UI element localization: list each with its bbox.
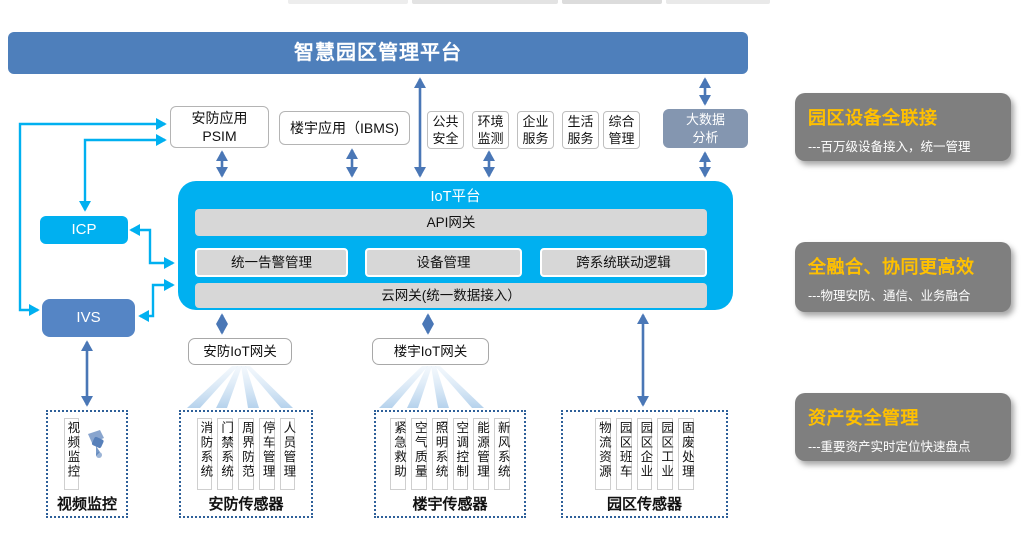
sensor-group-security: 消防系统 门禁系统 周界防范 停车管理 人员管理 安防传感器: [179, 410, 313, 518]
ptz-camera-icon: [84, 428, 110, 468]
building-iot-gateway: 楼宇IoT网关: [372, 338, 489, 365]
sensor-item: 空调控制: [452, 418, 469, 490]
ibms-label: 楼宇应用（IBMS): [290, 119, 399, 136]
callout-title: 园区设备全联接: [808, 108, 938, 128]
bigdata-line2: 分析: [692, 130, 719, 146]
sensor-item: 消防系统: [196, 418, 213, 490]
fan-rays-security: [187, 366, 293, 408]
service-box-enterprise: 企业服务: [517, 111, 554, 149]
callout-subtitle: ---物理安防、通信、业务融合: [808, 289, 971, 303]
fan-rays-building: [379, 366, 484, 408]
sensor-group-label: 安防传感器: [208, 496, 284, 513]
sensor-item: 空气质量: [411, 418, 427, 490]
top-strip-segment: [412, 0, 558, 4]
module-device-management: 设备管理: [365, 248, 522, 277]
service-label: 企业服务: [522, 114, 549, 147]
sensor-item: 紧急救助: [390, 418, 406, 490]
ivs-label: IVS: [76, 309, 101, 326]
callout-device-connection: 园区设备全联接 ---百万级设备接入，统一管理: [795, 93, 1011, 161]
callout-fusion-efficiency: 全融合、协同更高效 ---物理安防、通信、业务融合: [795, 242, 1011, 312]
sensor-group-park: 物流资源 园区班车 园区企业 园区工业 固废处理 园区传感器: [561, 410, 728, 518]
sensor-item: 园区班车: [615, 418, 632, 490]
sensor-item: 能源管理: [473, 418, 489, 490]
iot-platform: IoT平台 API网关 统一告警管理 设备管理 跨系统联动逻辑 云网关(统一数据…: [178, 181, 733, 310]
module-alarm-management: 统一告警管理: [195, 248, 348, 277]
icp-node: ICP: [40, 216, 128, 244]
banner-title: 智慧园区管理平台: [294, 42, 462, 64]
iot-platform-title: IoT平台: [430, 189, 481, 205]
app-box-ibms: 楼宇应用（IBMS): [279, 111, 410, 145]
sensor-group-label: 视频监控: [56, 496, 117, 513]
bigdata-line1: 大数据: [685, 112, 725, 127]
service-label: 公共安全: [432, 114, 459, 147]
callout-subtitle: ---重要资产实时定位快速盘点: [808, 440, 971, 454]
sensor-item: 门禁系统: [217, 418, 234, 490]
sensor-group-label: 楼宇传感器: [412, 496, 488, 513]
sensor-item: 人员管理: [279, 418, 296, 490]
service-box-environment: 环境监测: [472, 111, 509, 149]
top-strip-segment: [666, 0, 770, 4]
sensor-group-video: 视频监控 视频监控: [46, 410, 128, 518]
ivs-node: IVS: [42, 299, 135, 337]
app-box-psim: 安防应用 PSIM: [170, 106, 269, 148]
sensor-item: 固废处理: [678, 418, 694, 490]
sensor-item: 园区工业: [657, 418, 674, 490]
callout-subtitle: ---百万级设备接入，统一管理: [808, 140, 971, 154]
top-strip-segment: [562, 0, 662, 4]
platform-banner: 智慧园区管理平台: [8, 32, 748, 74]
callout-title: 全融合、协同更高效: [808, 257, 975, 277]
sensor-group-building: 紧急救助 空气质量 照明系统 空调控制 能源管理 新风系统 楼宇传感器: [374, 410, 526, 518]
psim-line2: PSIM: [202, 128, 237, 144]
sensor-group-label: 园区传感器: [606, 496, 682, 513]
cloud-gateway-bar: 云网关(统一数据接入）: [195, 283, 707, 308]
sensor-item-video: 视频监控: [63, 418, 80, 490]
sensor-item: 周界防范: [238, 418, 254, 490]
api-gateway-bar: API网关: [195, 209, 707, 236]
service-label: 生活服务: [567, 114, 594, 147]
sensor-item: 照明系统: [431, 418, 448, 490]
callout-title: 资产安全管理: [808, 408, 919, 428]
module-cross-system-linkage: 跨系统联动逻辑: [540, 248, 707, 277]
sensor-item: 停车管理: [258, 418, 275, 490]
sensor-item: 园区企业: [636, 418, 653, 490]
security-iot-gateway: 安防IoT网关: [188, 338, 292, 365]
top-strip-segment: [288, 0, 408, 4]
bigdata-analysis-box: 大数据 分析: [663, 109, 748, 148]
service-box-integrated: 综合管理: [603, 111, 640, 149]
service-box-life: 生活服务: [562, 111, 599, 149]
service-label: 综合管理: [608, 114, 635, 147]
callout-asset-security: 资产安全管理 ---重要资产实时定位快速盘点: [795, 393, 1011, 461]
service-box-public-safety: 公共安全: [427, 111, 464, 149]
icp-label: ICP: [71, 221, 97, 238]
sensor-item: 新风系统: [494, 418, 510, 490]
service-label: 环境监测: [477, 114, 504, 147]
sensor-item: 物流资源: [595, 418, 611, 490]
psim-line1: 安防应用: [191, 109, 248, 126]
